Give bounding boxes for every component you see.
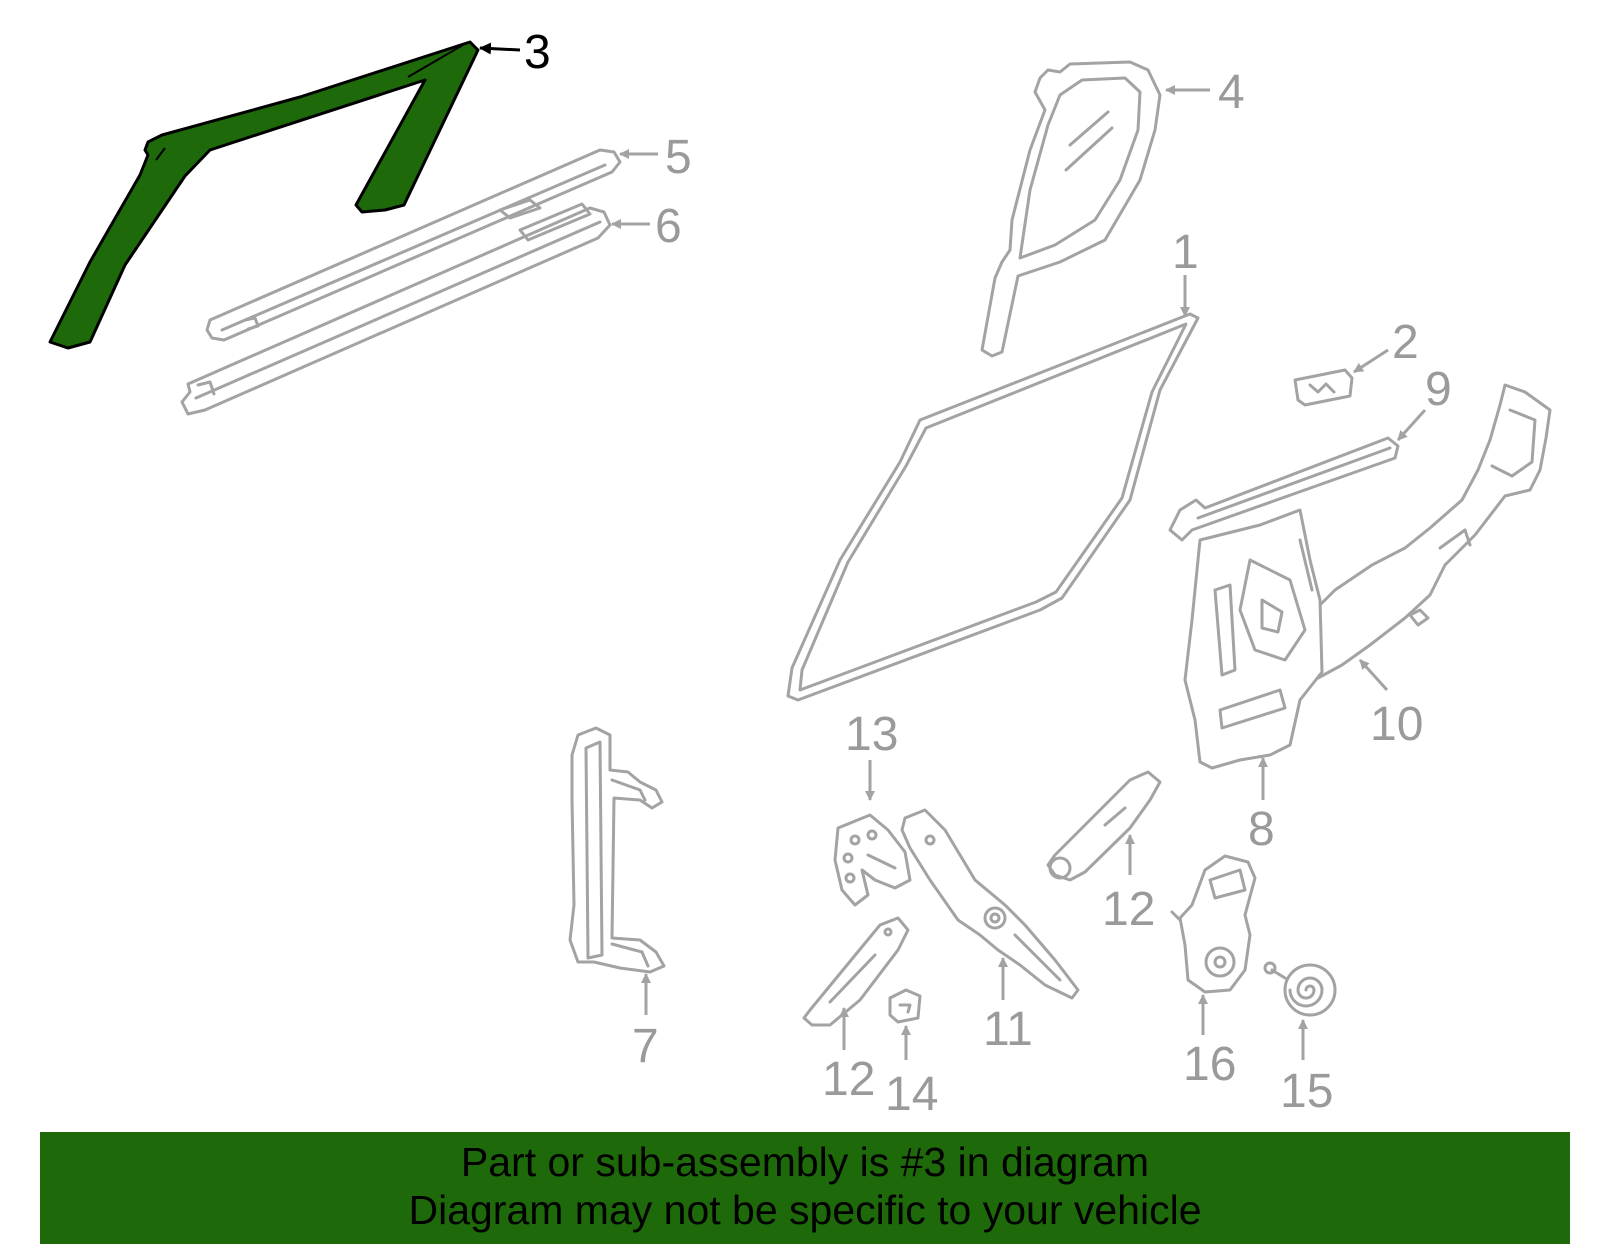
banner-line-1: Part or sub-assembly is #3 in diagram [460,1139,1150,1185]
part-1-door-glass[interactable] [786,312,1200,702]
part-3-window-channel[interactable] [48,40,480,350]
info-banner: Part or sub-assembly is #3 in diagram Di… [40,1132,1570,1244]
callout-4: 4 [1218,66,1245,119]
callout-12a: 12 [1102,883,1155,936]
part-5-belt-molding[interactable] [205,148,622,342]
part-13-cam-plate[interactable] [833,813,912,907]
part-2-clip[interactable] [1293,368,1354,407]
part-12-slider-lower[interactable] [802,916,910,1027]
leader-9 [1396,408,1427,442]
callout-6: 6 [655,200,682,253]
callout-5: 5 [665,131,692,184]
part-15-spring[interactable] [1263,961,1337,1017]
callout-14: 14 [885,1068,938,1121]
leader-2 [1353,348,1389,374]
part-12-slider-upper[interactable] [1046,770,1162,882]
part-10-door-module[interactable] [1316,383,1552,680]
callout-2: 2 [1392,316,1419,369]
part-6-weatherstrip[interactable] [180,202,612,416]
part-11-regulator-arm[interactable] [900,808,1080,1000]
callout-13: 13 [845,708,898,761]
banner-line-2: Diagram may not be specific to your vehi… [408,1187,1202,1233]
part-7-bracket[interactable] [568,726,666,974]
part-4-quarter-glass[interactable] [980,60,1162,358]
callout-1: 1 [1172,226,1199,279]
part-16-motor[interactable] [1170,854,1257,994]
part-9-channel-guide[interactable] [1168,436,1400,542]
leader-10 [1358,658,1389,692]
callout-10: 10 [1370,698,1423,751]
callout-8: 8 [1248,803,1275,856]
leader-3 [479,42,521,55]
callout-3: 3 [524,26,551,79]
callout-12b: 12 [822,1053,875,1106]
callout-7: 7 [632,1020,659,1073]
part-8-regulator[interactable] [1183,508,1324,770]
callout-9: 9 [1425,363,1452,416]
callout-15: 15 [1280,1065,1333,1118]
callout-16: 16 [1183,1038,1236,1091]
part-14-small-clip[interactable] [888,988,922,1024]
callout-11: 11 [983,1003,1033,1056]
